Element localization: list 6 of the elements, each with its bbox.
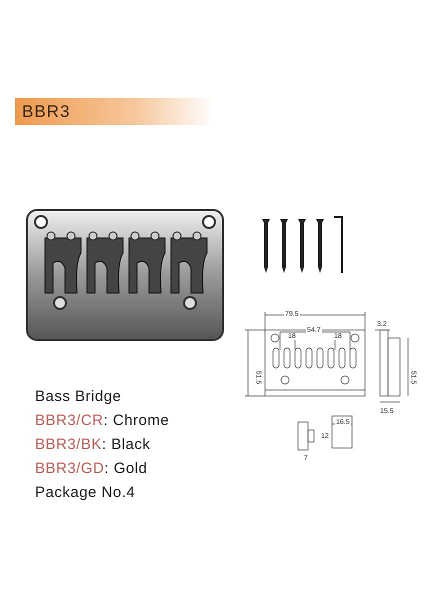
spec-line: Package No.4 xyxy=(35,484,136,501)
title: BBR3 xyxy=(22,102,70,122)
spec-line: BBR3/GD: Gold xyxy=(35,460,148,477)
spec-line: Bass Bridge xyxy=(35,388,122,405)
spec-line: BBR3/BK: Black xyxy=(35,436,150,453)
spec-line: BBR3/CR: Chrome xyxy=(35,412,170,429)
